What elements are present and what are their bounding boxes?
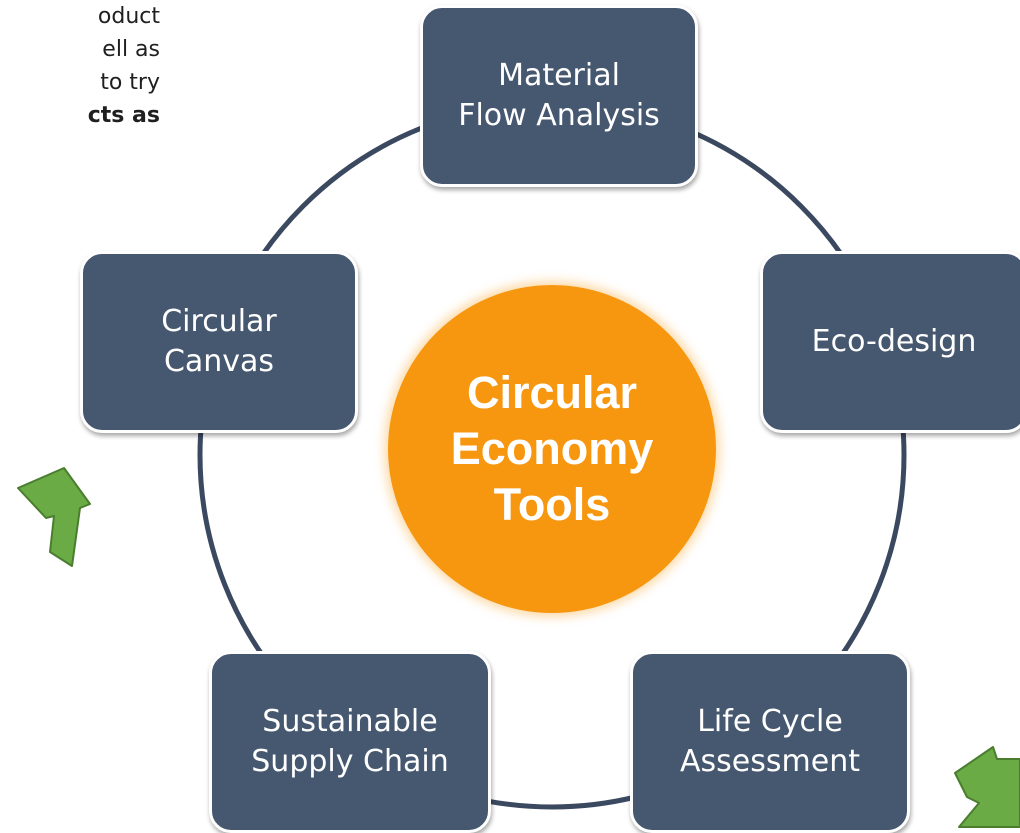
cut-off-paragraph: oduct ell as to try cts as: [0, 0, 160, 132]
green-arrow-icon: [954, 746, 1020, 828]
node-life-cycle-assessment: Life Cycle Assessment: [630, 651, 910, 833]
paragraph-line: ell as: [102, 37, 160, 62]
node-sustainable-supply-chain: Sustainable Supply Chain: [209, 651, 491, 833]
node-label: Supply Chain: [251, 744, 449, 779]
node-label: Assessment: [680, 744, 860, 779]
center-label: Economy: [450, 423, 654, 474]
paragraph-line-bold: cts as: [87, 103, 160, 128]
center-label: Tools: [493, 479, 611, 530]
center-label: Circular: [466, 367, 638, 418]
node-label: Eco-design: [811, 324, 977, 359]
center-circle: Circular Economy Tools: [388, 285, 716, 613]
node-label: Life Cycle: [697, 704, 843, 739]
node-circular-canvas: Circular Canvas: [80, 251, 358, 433]
node-label: Flow Analysis: [458, 98, 660, 133]
node-label: Material: [498, 58, 620, 93]
node-label: Sustainable: [262, 704, 438, 739]
node-material-flow-analysis: Material Flow Analysis: [420, 5, 698, 187]
paragraph-line: oduct: [97, 4, 160, 29]
node-label: Canvas: [163, 344, 275, 379]
node-eco-design: Eco-design: [760, 251, 1020, 433]
node-label: Circular: [161, 304, 277, 339]
paragraph-line: to try: [100, 70, 160, 95]
green-arrow-icon: [17, 467, 91, 567]
